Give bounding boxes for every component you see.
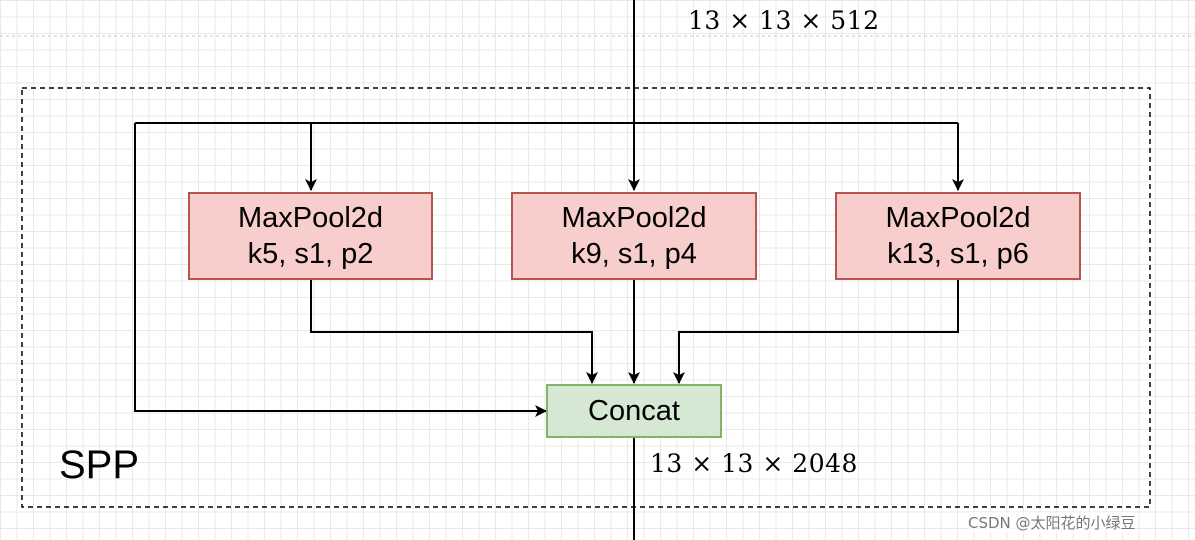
maxpool-k13-params: k13, s1, p6 (887, 238, 1029, 270)
concat-box: Concat (546, 384, 722, 438)
maxpool-k9-params: k9, s1, p4 (571, 238, 697, 270)
maxpool-k13-title: MaxPool2d (885, 202, 1031, 234)
output-shape-label: 13 × 13 × 2048 (650, 449, 858, 478)
maxpool-k5-params: k5, s1, p2 (247, 238, 374, 270)
maxpool-k9-title: MaxPool2d (561, 202, 707, 234)
spp-module-border (21, 87, 1151, 508)
arrow-pool-k13-to-concat (673, 280, 959, 384)
input-shape-label: 13 × 13 × 512 (688, 6, 880, 35)
watermark: CSDN @太阳花的小绿豆 (968, 512, 1136, 533)
concat-label: Concat (588, 395, 680, 427)
maxpool-k5-box: MaxPool2d k5, s1, p2 (188, 192, 433, 280)
spp-module-label: SPP (59, 443, 140, 487)
skip-connection-arrow (134, 123, 547, 417)
maxpool-k13-box: MaxPool2d k13, s1, p6 (835, 192, 1081, 280)
arrow-pool-k5-to-concat (310, 280, 598, 384)
maxpool-k9-box: MaxPool2d k9, s1, p4 (511, 192, 757, 280)
maxpool-k5-title: MaxPool2d (237, 202, 384, 234)
